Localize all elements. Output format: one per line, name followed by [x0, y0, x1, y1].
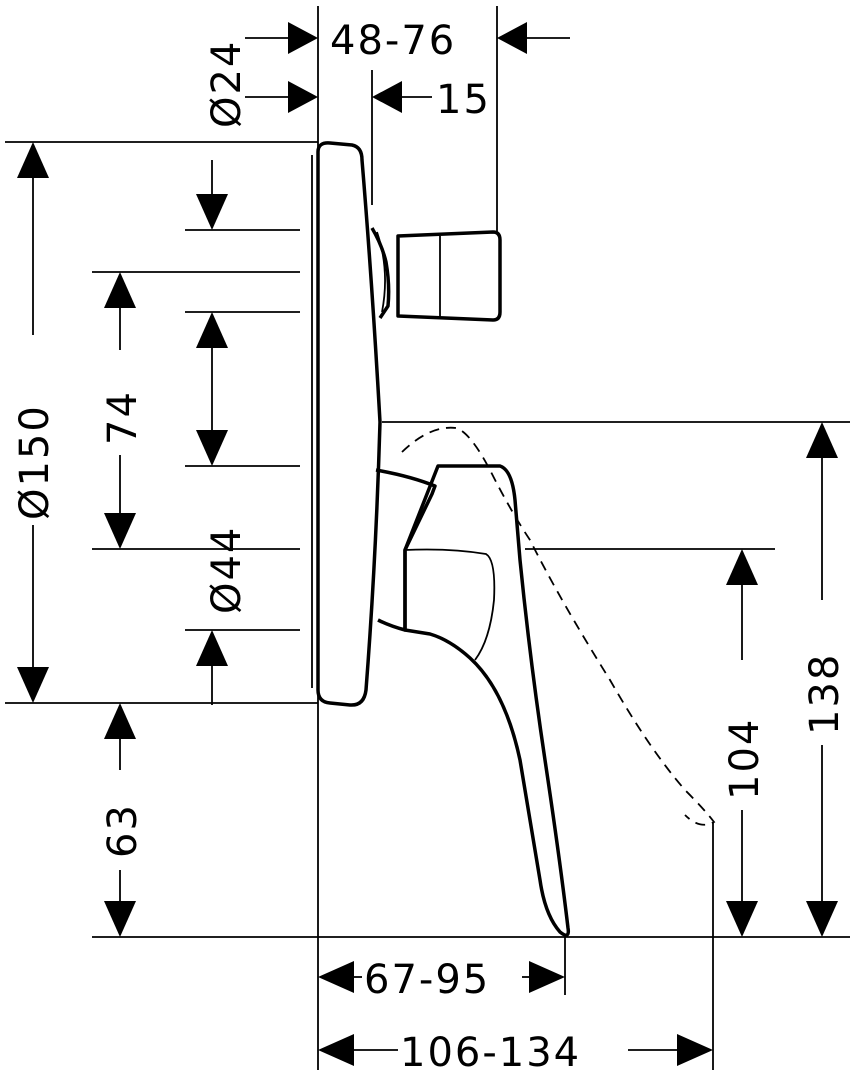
dim-106-134: 106-134 [400, 1030, 581, 1076]
escutcheon-plate [316, 141, 382, 707]
arrowheads [17, 22, 838, 1066]
extension-lines [5, 6, 850, 1070]
dim-104: 104 [722, 718, 768, 800]
dimension-labels: Ø24 48-76 15 Ø150 74 Ø44 63 138 104 67-9… [12, 18, 848, 1076]
dim-63: 63 [100, 803, 146, 858]
dim-74: 74 [100, 390, 146, 445]
dim-15: 15 [436, 77, 491, 123]
faucet-drawing [311, 141, 716, 937]
dim-d24: Ø24 [204, 40, 250, 128]
dim-d44: Ø44 [204, 526, 250, 614]
lever-alt-position [401, 426, 716, 826]
dim-138: 138 [802, 653, 848, 735]
lever-hub [375, 468, 437, 632]
lever-handle [403, 464, 571, 937]
dim-48-76: 48-76 [330, 18, 456, 64]
diverter-neck [370, 227, 391, 319]
diverter-knob [396, 230, 502, 322]
dim-d150: Ø150 [12, 404, 58, 520]
dim-67-95: 67-95 [364, 957, 490, 1003]
